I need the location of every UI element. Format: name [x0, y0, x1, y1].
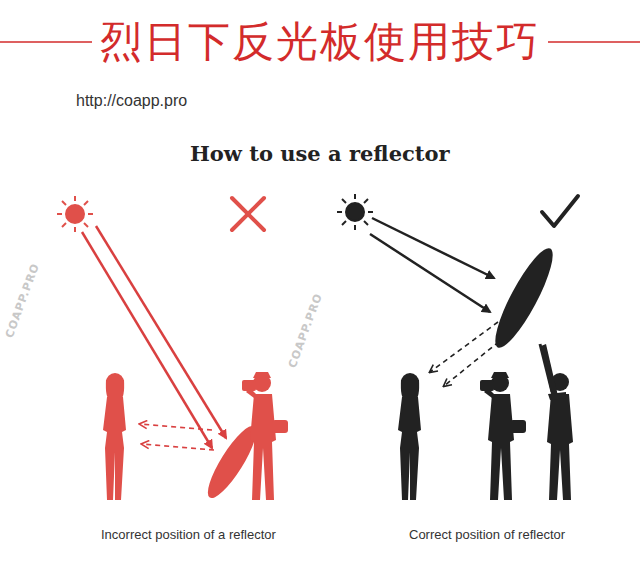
check-mark: [542, 196, 578, 226]
caption-text: Correct position of reflector: [409, 527, 565, 542]
reflector-disc: [486, 242, 562, 353]
model-silhouette: [398, 373, 421, 500]
cross-mark: [232, 198, 264, 230]
light-ray: [82, 226, 226, 448]
photographer-silhouette: [480, 372, 526, 500]
reflected-ray: [140, 424, 214, 450]
light-ray: [370, 218, 494, 312]
assistant-silhouette: [540, 344, 573, 500]
subtitle-text: How to use a reflector: [190, 141, 450, 166]
photographer-silhouette: [242, 372, 288, 500]
caption-text: Incorrect position of a reflector: [101, 527, 276, 542]
sun-icon: [337, 194, 373, 230]
title-text: 烈日下反光板使用技巧: [100, 14, 540, 70]
url-text: http://coapp.pro: [76, 92, 187, 110]
title-rule: [548, 41, 640, 43]
model-silhouette: [103, 373, 126, 500]
title-rule: [0, 41, 92, 43]
watermark-text: COAPP.PRO: [3, 261, 42, 340]
sun-icon: [57, 196, 93, 232]
watermark-text: COAPP.PRO: [286, 291, 325, 370]
